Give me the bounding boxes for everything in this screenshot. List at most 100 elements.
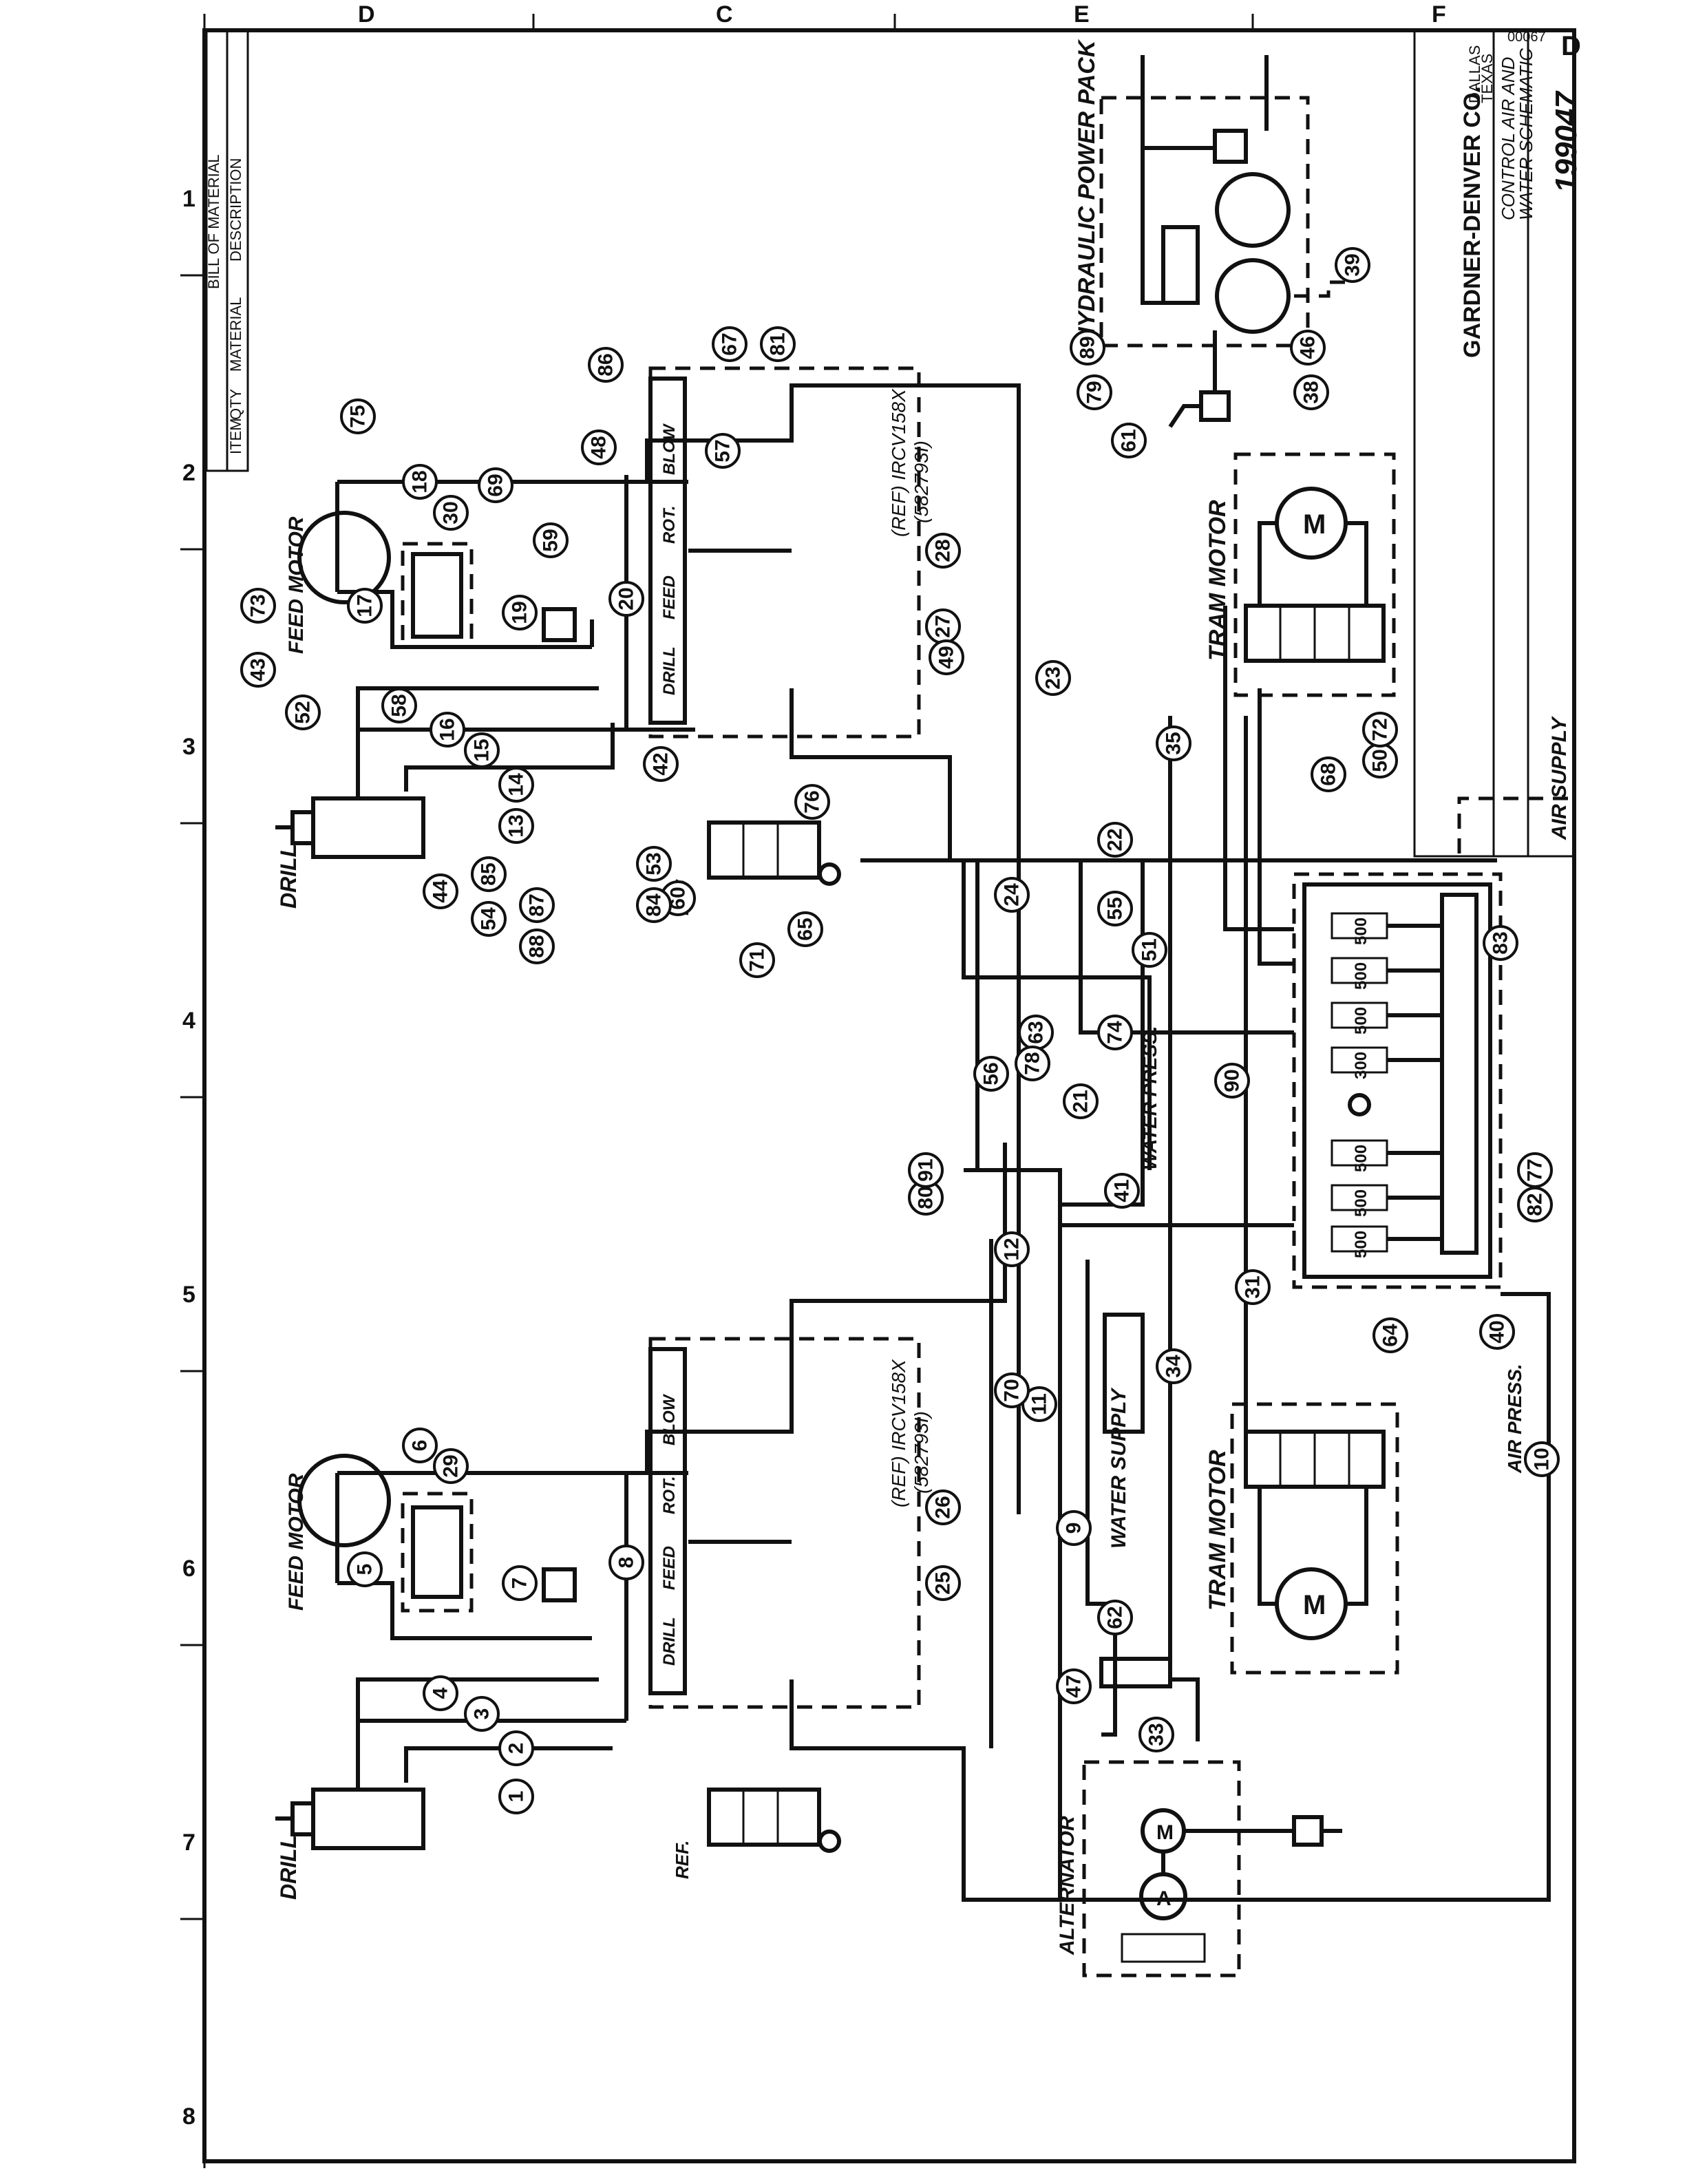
regulator-valve (1099, 1657, 1172, 1688)
callout-bubble: 85 (471, 856, 507, 892)
svg-text:50: 50 (1369, 749, 1392, 772)
callout-bubble: 74 (1097, 1015, 1133, 1050)
svg-text:48: 48 (588, 436, 611, 458)
callout-bubble: 7 (502, 1565, 538, 1601)
svg-text:19: 19 (509, 601, 531, 624)
sect-rot-upper: ROT. (660, 505, 679, 544)
gauge-blank (1348, 1093, 1371, 1116)
callout-bubble: 76 (794, 784, 830, 820)
callout-bubble: 20 (608, 581, 644, 617)
svg-text:28: 28 (932, 539, 955, 562)
zone-number: 5 (182, 1282, 195, 1308)
svg-text:23: 23 (1042, 666, 1065, 689)
svg-text:5: 5 (354, 1564, 377, 1576)
ref-valve-upper: REF (672, 820, 841, 915)
svg-text:53: 53 (643, 852, 666, 875)
valve-upper-part: (582793I) (911, 441, 932, 523)
control-valve-bank-upper: BLOW ROT. FEED DRILL (REF) IRCV158X (582… (648, 366, 932, 739)
zone-letter-f: F (1432, 1, 1446, 28)
company-city: DALLAS (1466, 45, 1483, 103)
svg-text:74: 74 (1104, 1021, 1127, 1044)
svg-text:87: 87 (526, 893, 549, 916)
bom-col-item: ITEM (227, 418, 244, 454)
tram-motor-upper: M TRAM MOTOR (1205, 452, 1396, 697)
svg-text:90: 90 (1221, 1069, 1244, 1092)
callout-bubble: 64 (1373, 1317, 1408, 1353)
svg-text:3: 3 (471, 1708, 494, 1720)
feed-valve-lower (411, 1505, 463, 1599)
svg-text:77: 77 (1524, 1158, 1547, 1181)
zone-letter-e: E (1074, 1, 1090, 28)
callout-bubble: 3 (464, 1696, 500, 1732)
callout-bubble: 26 (925, 1489, 961, 1525)
callout-bubble: 68 (1311, 756, 1346, 792)
air-press-label: AIR PRESS. (1504, 1364, 1525, 1474)
bill-of-material: BILL OF MATERIAL ITEM QTY MATERIAL DESCR… (205, 29, 249, 472)
zone-number: 8 (182, 2103, 195, 2130)
callout-bubble: 15 (464, 732, 500, 768)
callout-bubble: 40 (1479, 1314, 1515, 1350)
callout-bubble: 72 (1362, 712, 1398, 748)
sheet-code: D (1561, 31, 1581, 61)
ref-valve-lower: REF. (672, 1788, 841, 1879)
svg-text:20: 20 (615, 587, 638, 610)
callout-bubble: 11 (1021, 1386, 1057, 1422)
callout-bubble: 73 (240, 588, 276, 624)
zone-number: 1 (182, 186, 195, 212)
svg-text:15: 15 (471, 739, 494, 761)
callout-bubble: 57 (705, 433, 741, 469)
callout-bubble: 88 (519, 929, 555, 964)
callout-bubble: 62 (1097, 1600, 1133, 1635)
callout-bubble: 44 (423, 873, 458, 909)
svg-text:88: 88 (526, 935, 549, 957)
svg-text:1: 1 (505, 1791, 528, 1803)
callout-bubble: 21 (1063, 1083, 1099, 1119)
callout-bubble: 75 (340, 399, 376, 434)
piping (335, 383, 1551, 1902)
svg-text:57: 57 (712, 439, 734, 462)
svg-text:51: 51 (1138, 938, 1161, 961)
sect-feed-upper: FEED (660, 575, 679, 619)
callout-bubble: 9 (1056, 1510, 1092, 1546)
sect-rot-lower: ROT. (660, 1476, 679, 1514)
callout-bubble: 65 (787, 911, 823, 947)
svg-text:9: 9 (1063, 1523, 1085, 1534)
tram-motor-lower-icon (1275, 1567, 1348, 1640)
svg-text:8: 8 (615, 1557, 638, 1569)
svg-text:7: 7 (509, 1578, 531, 1589)
air-supply-label: AIR SUPPLY (1548, 715, 1571, 840)
drill-lower-cylinder (311, 1788, 425, 1850)
svg-text:40: 40 (1486, 1320, 1509, 1343)
zone-number: 4 (182, 1008, 195, 1034)
svg-text:31: 31 (1242, 1275, 1264, 1298)
callout-bubble: 89 (1070, 330, 1105, 365)
callout-bubble: 53 (636, 846, 672, 882)
drill-lower-assembly: DRILL FEED MOTOR (275, 1454, 577, 1900)
tram-motor-upper-m: M (1303, 509, 1326, 540)
sect-drill-upper: DRILL (660, 646, 679, 695)
callout-bubble: 77 (1517, 1152, 1553, 1188)
svg-text:11: 11 (1028, 1393, 1051, 1415)
svg-text:73: 73 (247, 594, 270, 617)
svg-text:71: 71 (746, 948, 769, 971)
manifold-bar (1440, 893, 1479, 1255)
svg-text:41: 41 (1111, 1179, 1134, 1202)
callout-bubble: 90 (1214, 1063, 1250, 1099)
water-press-label: WATER PRESS. (1139, 1026, 1161, 1170)
callout-bubble: 29 (433, 1448, 469, 1484)
svg-text:38: 38 (1300, 381, 1323, 403)
callout-bubble: 67 (712, 326, 748, 362)
svg-text:6: 6 (409, 1440, 432, 1452)
callout-bubble: 58 (381, 688, 417, 723)
tram-motor-lower: M TRAM MOTOR (1205, 1402, 1399, 1675)
zone-number: 2 (182, 460, 195, 486)
svg-text:52: 52 (292, 701, 315, 723)
svg-text:24: 24 (1001, 883, 1024, 907)
title-line-2: WATER SCHEMATIC (1516, 48, 1536, 220)
callout-bubble: 50 (1362, 743, 1398, 778)
svg-text:14: 14 (505, 773, 528, 796)
svg-text:4: 4 (430, 1687, 452, 1699)
svg-text:84: 84 (643, 893, 666, 917)
callout-bubble: 35 (1156, 725, 1191, 761)
